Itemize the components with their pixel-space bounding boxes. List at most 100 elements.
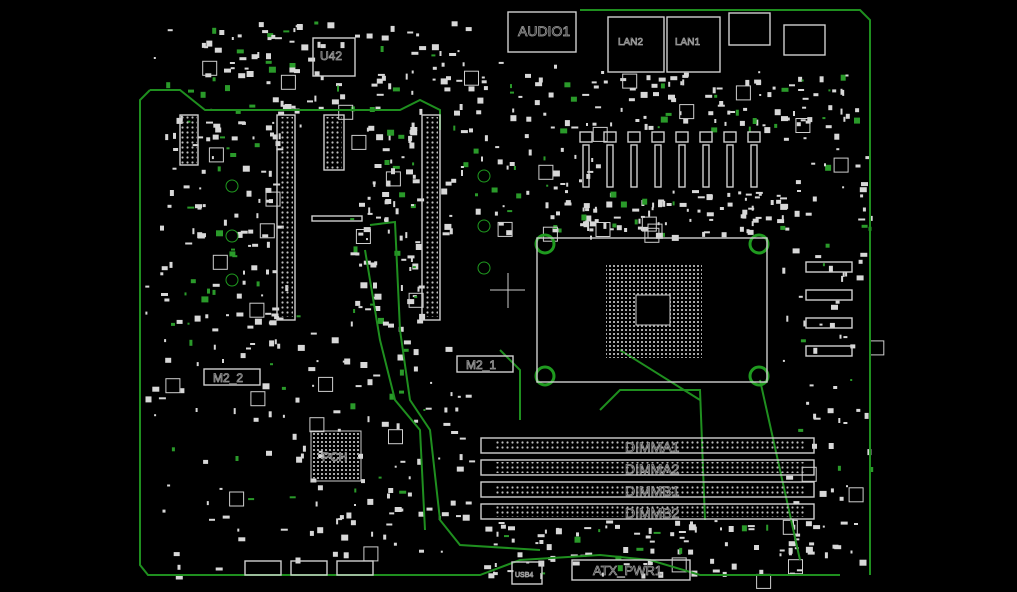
smd-pad	[314, 95, 317, 102]
smd-pad	[187, 206, 195, 209]
smd-pad	[314, 21, 319, 25]
smd-pad	[350, 252, 358, 256]
smd-pad	[840, 88, 843, 95]
smd-pad	[376, 78, 383, 84]
smd-pad	[258, 198, 261, 203]
smd-pad	[231, 136, 238, 141]
smd-pad	[516, 193, 522, 199]
smd-pad	[294, 69, 300, 74]
smd-pad	[824, 552, 828, 559]
smd-pad	[747, 229, 754, 235]
smd-pad	[623, 547, 629, 553]
smd-pad	[449, 228, 453, 235]
smd-pad	[658, 77, 666, 82]
smd-pad	[199, 187, 202, 190]
smd-pad	[373, 282, 377, 289]
smd-pad	[314, 71, 320, 77]
smd-pad	[813, 93, 819, 97]
smd-pad	[617, 565, 623, 572]
smd-pad	[202, 204, 206, 208]
smd-pad	[675, 520, 681, 526]
smd-pad	[214, 47, 222, 53]
smd-pad	[250, 343, 256, 345]
smd-pad	[353, 246, 358, 253]
dimm-slot-pins	[494, 462, 804, 473]
smd-pad	[728, 526, 734, 532]
smd-pad	[795, 180, 801, 185]
smd-pad	[609, 228, 614, 231]
smd-pad	[587, 170, 594, 173]
smd-pad	[746, 229, 750, 234]
smd-pad	[242, 280, 246, 285]
smd-pad	[243, 270, 245, 275]
smd-pad	[689, 218, 692, 222]
smd-pad	[280, 528, 288, 531]
smd-pad	[315, 501, 318, 507]
smd-pad	[805, 120, 811, 124]
smd-pad	[415, 244, 422, 250]
smd-pad	[310, 332, 317, 335]
smd-pad	[176, 319, 183, 324]
vrm-choke	[627, 131, 641, 143]
smd-pad	[219, 30, 225, 35]
smd-pad	[525, 73, 531, 78]
vrm-mosfet	[702, 144, 710, 188]
smd-pad	[331, 337, 339, 344]
smd-pad	[582, 207, 585, 212]
smd-pad	[231, 248, 235, 251]
smd-pad	[215, 567, 223, 571]
component-outline	[788, 559, 803, 575]
smd-pad	[828, 265, 833, 272]
smd-pad	[461, 170, 463, 176]
smd-pad	[576, 532, 579, 537]
smd-pad	[353, 309, 356, 313]
smd-pad	[846, 485, 848, 488]
smd-pad	[145, 396, 152, 403]
smd-pad	[511, 538, 515, 543]
smd-pad	[550, 215, 555, 220]
smd-pad	[274, 37, 282, 40]
smd-pad	[207, 288, 210, 294]
via-ring	[225, 273, 239, 287]
smd-pad	[798, 89, 805, 91]
smd-pad	[455, 407, 459, 412]
smd-pad	[299, 124, 302, 128]
smd-pad	[289, 67, 296, 73]
smd-pad	[484, 135, 488, 142]
smd-pad	[162, 509, 166, 513]
smd-pad	[815, 255, 822, 259]
smd-pad	[724, 121, 727, 126]
smd-pad	[268, 66, 276, 73]
dimm-slot	[480, 437, 815, 454]
smd-pad	[354, 504, 356, 506]
smd-pad	[172, 167, 177, 170]
smd-pad	[201, 42, 206, 48]
smd-pad	[643, 115, 647, 119]
smd-pad	[382, 321, 389, 326]
smd-pad	[727, 202, 733, 207]
smd-pad	[540, 573, 543, 580]
smd-pad	[747, 525, 755, 528]
smd-pad	[450, 500, 456, 506]
smd-pad	[340, 94, 346, 100]
smd-pad	[494, 211, 498, 216]
smd-pad	[189, 339, 193, 346]
smd-pad	[385, 199, 392, 204]
component-outline	[385, 171, 401, 187]
smd-pad	[240, 353, 246, 359]
smd-pad	[651, 207, 654, 211]
smd-pad	[794, 533, 801, 537]
smd-pad	[488, 573, 495, 579]
smd-pad	[318, 106, 324, 110]
smd-pad	[295, 397, 300, 403]
smd-pad	[248, 244, 252, 247]
smd-pad	[254, 143, 260, 148]
smd-pad	[355, 252, 360, 256]
smd-pad	[635, 119, 640, 122]
smd-pad	[708, 111, 714, 116]
smd-pad	[382, 192, 390, 197]
smd-pad	[786, 315, 789, 322]
smd-pad	[831, 304, 838, 310]
smd-pad	[272, 134, 278, 140]
smd-pad	[776, 199, 782, 204]
